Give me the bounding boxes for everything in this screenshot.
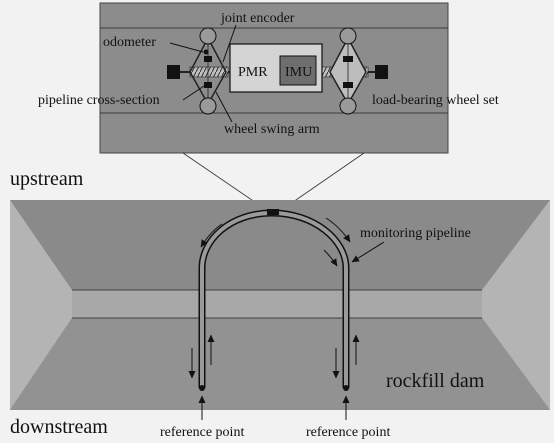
anchor-right — [343, 385, 349, 391]
arrow-top-left — [200, 223, 223, 248]
arrow-top-right — [325, 217, 351, 243]
cross-section-mark — [204, 82, 212, 88]
pipeline-cross-section-label: pipeline cross-section — [38, 93, 160, 108]
upstream-label: upstream — [10, 168, 84, 190]
wheel-set-left — [189, 27, 227, 115]
wheel-right-top — [339, 27, 357, 45]
wheel-right-bottom — [339, 97, 357, 115]
axle-end-right — [375, 65, 388, 79]
pipeline-cross-section-leader — [182, 85, 205, 101]
monitoring-pipeline — [198, 209, 350, 391]
dam-lower-band — [10, 318, 550, 410]
odometer-leader — [169, 42, 204, 53]
wheel-set-right — [329, 27, 367, 115]
reference-point-left-label: reference point — [160, 425, 244, 440]
rockfill-dam — [10, 200, 550, 410]
robot-on-pipeline — [267, 209, 279, 215]
axle-end-left — [167, 65, 180, 79]
monitoring-pipeline-leader — [351, 241, 385, 263]
joint-encoder-leader — [222, 24, 237, 63]
imu-label: IMU — [285, 65, 312, 80]
dam-left-face — [10, 200, 72, 410]
load-bearing-wheel-set-label: load-bearing wheel set — [372, 93, 499, 108]
reference-point-right-label: reference point — [306, 425, 390, 440]
downstream-label: downstream — [10, 416, 108, 438]
flow-arrows — [188, 217, 360, 379]
dam-center-band — [72, 290, 482, 318]
dam-right-face — [482, 200, 550, 410]
robot-inset: PMR IMU joint encoder odometer pipeline … — [38, 2, 499, 154]
spring-left — [189, 66, 229, 78]
arm-bracket-left — [204, 56, 212, 62]
arrow-mid-right — [323, 249, 338, 267]
odometer-sensor — [203, 49, 209, 55]
odometer-label: odometer — [103, 35, 156, 50]
wheel-swing-arm-leader — [215, 91, 233, 123]
wheel-swing-arm-label: wheel swing arm — [224, 122, 320, 137]
joint-encoder-label: joint encoder — [220, 11, 295, 26]
monitoring-pipeline-label: monitoring pipeline — [360, 226, 471, 241]
anchor-left — [199, 385, 205, 391]
pmr-label: PMR — [238, 65, 268, 80]
wheel-left-top — [199, 27, 217, 45]
arm-bracket-right-lower — [343, 82, 353, 88]
arm-bracket-right — [343, 56, 353, 62]
imu-box — [279, 55, 317, 86]
wheel-left-bottom — [199, 97, 217, 115]
rockfill-dam-label: rockfill dam — [386, 370, 485, 392]
